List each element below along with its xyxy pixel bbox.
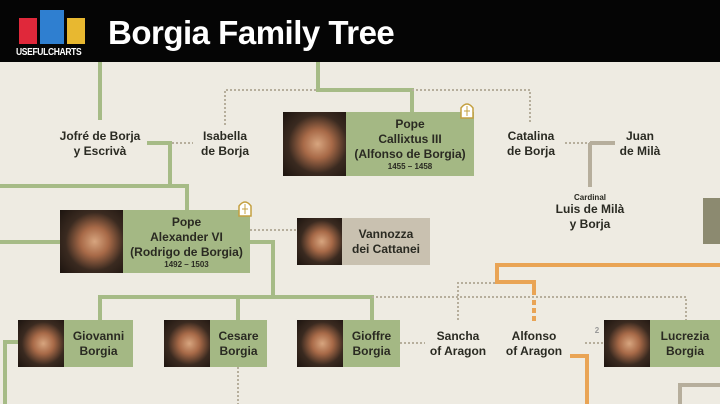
gioffre-name1: Gioffre bbox=[351, 328, 392, 343]
callixtus-birthname: (Alfonso de Borgia) bbox=[354, 147, 466, 161]
vannozza-name2: dei Cattanei bbox=[351, 241, 420, 256]
portrait-partial bbox=[703, 198, 720, 244]
lucrezia-portrait bbox=[604, 320, 650, 367]
usefulcharts-logo: USEFULCHARTS bbox=[16, 10, 92, 58]
alexander-box[interactable]: Pope Alexander VI (Rodrigo de Borgia) 14… bbox=[123, 210, 250, 273]
papal-mitre-icon bbox=[238, 201, 252, 217]
giovanni-portrait bbox=[18, 320, 64, 367]
line-jofre-alexander bbox=[147, 141, 189, 210]
header-bar: USEFULCHARTS Borgia Family Tree bbox=[0, 0, 720, 62]
cesare-name1: Cesare bbox=[218, 328, 259, 343]
page-title: Borgia Family Tree bbox=[108, 14, 395, 51]
alexander-dates: 1492 – 1503 bbox=[164, 259, 209, 269]
line-catalina-juan bbox=[588, 141, 615, 187]
gioffre-portrait bbox=[297, 320, 343, 367]
lucrezia-name2: Borgia bbox=[665, 343, 704, 358]
cesare-box[interactable]: Cesare Borgia bbox=[210, 320, 267, 367]
vannozza-box[interactable]: Vannozza dei Cattanei bbox=[342, 218, 430, 265]
cesare-portrait bbox=[164, 320, 210, 367]
giovanni-box[interactable]: Giovanni Borgia bbox=[64, 320, 133, 367]
callixtus-title: Pope bbox=[395, 117, 425, 131]
lucrezia-name1: Lucrezia bbox=[660, 328, 710, 343]
alexander-birthname: (Rodrigo de Borgia) bbox=[130, 244, 243, 259]
vannozza-portrait bbox=[297, 218, 342, 265]
cesare-name2: Borgia bbox=[219, 343, 258, 358]
gioffre-box[interactable]: Gioffre Borgia bbox=[343, 320, 400, 367]
marriage-number: 2 bbox=[594, 326, 600, 335]
gioffre-name2: Borgia bbox=[352, 343, 391, 358]
giovanni-name2: Borgia bbox=[79, 343, 118, 358]
line-alexander-children bbox=[250, 240, 275, 297]
alexander-name: Alexander VI bbox=[150, 229, 223, 244]
alexander-portrait bbox=[60, 210, 123, 273]
lucrezia-box[interactable]: Lucrezia Borgia bbox=[650, 320, 720, 367]
vannozza-name1: Vannozza bbox=[358, 226, 414, 241]
giovanni-name1: Giovanni bbox=[72, 328, 125, 343]
line-callixtus-parent bbox=[316, 62, 414, 112]
callixtus-box[interactable]: Pope Callixtus III (Alfonso de Borgia) 1… bbox=[346, 112, 474, 176]
callixtus-dates: 1455 – 1458 bbox=[387, 162, 433, 171]
callixtus-portrait bbox=[283, 112, 346, 176]
callixtus-name: Callixtus III bbox=[378, 132, 442, 146]
alexander-title: Pope bbox=[171, 214, 202, 229]
papal-mitre-icon bbox=[460, 103, 474, 119]
